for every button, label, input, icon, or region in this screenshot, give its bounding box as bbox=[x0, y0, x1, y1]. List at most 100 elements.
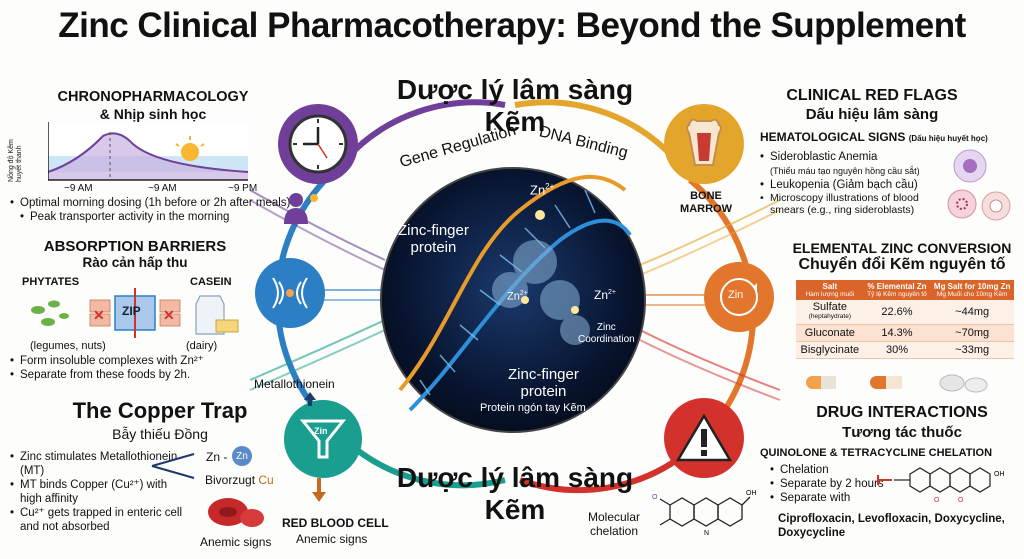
redflags-bullet-1: Sideroblastic Anemia bbox=[760, 150, 940, 164]
svg-text:O: O bbox=[652, 494, 658, 501]
bone-icon bbox=[686, 118, 722, 166]
copper-funnel-node: Zin bbox=[284, 400, 362, 478]
cell-percent: 30% bbox=[863, 341, 931, 359]
copper-title: The Copper Trap bbox=[72, 398, 248, 423]
arrow-down-icon bbox=[312, 478, 326, 502]
sun-icon bbox=[181, 143, 199, 161]
chrono-tick-1: ~9 AM bbox=[64, 183, 93, 194]
copper-subtitle: Bẫy thiếu Đồng bbox=[112, 426, 208, 442]
cheese-icon bbox=[215, 319, 239, 333]
redflags-bullets: Sideroblastic Anemia (Thiếu máu tạo nguy… bbox=[760, 150, 940, 216]
blood-smear-icon bbox=[947, 149, 1011, 221]
drugs-bullet-2: Separate by 2 hours bbox=[770, 477, 900, 491]
red-blood-cells-icon bbox=[208, 498, 264, 527]
zip-label: ZIP bbox=[122, 304, 141, 318]
drugs-subtitle: Tương tác thuốc bbox=[842, 424, 962, 441]
svg-text:OH: OH bbox=[746, 490, 757, 497]
cell-mg: ~44mg bbox=[930, 300, 1014, 325]
copper-bullet-1: Zinc stimulates Metallothionein (MT) bbox=[10, 450, 190, 478]
drugs-subsection: QUINOLONE & TETRACYCLINE CHELATION bbox=[760, 447, 993, 459]
warning-icon bbox=[676, 413, 732, 462]
chrono-bullet-2: Peak transporter activity in the morning bbox=[20, 210, 292, 224]
drug-list: Ciprofloxacin, Levofloxacin, Doxycycline… bbox=[778, 513, 1005, 539]
rbc-title: RED BLOOD CELL bbox=[282, 516, 389, 530]
metallothionein-label: Metallothionein bbox=[254, 377, 335, 391]
quinolone-structure-icon: OH N O bbox=[652, 490, 757, 537]
center-title-top: Dược lý lâm sàng Kẽm bbox=[396, 74, 634, 137]
arrow-up-icon bbox=[304, 392, 316, 406]
cell-salt: Sulfate(heptahydrate) bbox=[796, 300, 864, 325]
svg-text:O: O bbox=[934, 497, 940, 504]
funnel-label: Zin bbox=[314, 426, 328, 436]
chrono-tick-3: ~9 PM bbox=[228, 183, 258, 194]
casein-note: (dairy) bbox=[186, 340, 218, 352]
serum-zinc-curve bbox=[48, 122, 248, 182]
funnel-icon bbox=[299, 419, 347, 459]
hub-protein-vi: Protein ngón tay Kẽm bbox=[480, 402, 586, 414]
hub-zn-right: Zn2+ bbox=[594, 288, 616, 302]
copper-bullet-3: Cu²⁺ gets trapped in enteric cell and no… bbox=[10, 506, 190, 534]
absorption-node bbox=[255, 258, 325, 328]
table-row: Gluconate 14.3% ~70mg bbox=[796, 324, 1014, 342]
chrono-tick-2: ~9 AM bbox=[148, 183, 177, 194]
absorption-icon bbox=[272, 277, 308, 309]
conversion-subtitle: Chuyển đổi Kẽm nguyên tố bbox=[798, 256, 1006, 273]
svg-text:OH: OH bbox=[994, 471, 1005, 478]
absorption-bullet-2: Separate from these foods by 2h. bbox=[10, 368, 270, 382]
page-title: Zinc Clinical Pharmacotherapy: Beyond th… bbox=[58, 6, 966, 45]
cell-percent: 22.6% bbox=[863, 300, 931, 325]
svg-text:✕: ✕ bbox=[163, 307, 175, 323]
table-row: Bisglycinate 30% ~33mg bbox=[796, 341, 1014, 359]
cell-salt: Bisglycinate bbox=[796, 341, 864, 359]
cell-percent: 14.3% bbox=[863, 324, 931, 342]
warning-node bbox=[664, 398, 744, 478]
clock-node bbox=[278, 104, 358, 184]
phytates-note: (legumes, nuts) bbox=[30, 340, 106, 352]
chrono-bullet-1: Optimal morning dosing (1h before or 2h … bbox=[10, 196, 292, 210]
clock-icon bbox=[288, 114, 348, 174]
redflags-bullet-3: Microscopy illustrations of blood smears… bbox=[760, 192, 940, 216]
conversion-icon-label: Zin bbox=[728, 289, 744, 301]
bone-marrow-node bbox=[664, 104, 744, 184]
table-row: Sulfate(heptahydrate) 22.6% ~44mg bbox=[796, 300, 1014, 325]
cell-salt: Gluconate bbox=[796, 324, 864, 342]
chrono-subtitle: & Nhịp sinh học bbox=[99, 106, 207, 122]
copper-bullet-2: MT binds Copper (Cu²⁺) with high affinit… bbox=[10, 478, 190, 506]
rbc-subtitle: Anemic signs bbox=[296, 532, 368, 546]
svg-text:N: N bbox=[704, 530, 709, 537]
drugs-title: DRUG INTERACTIONS bbox=[816, 404, 988, 421]
redflags-bullet-2: Leukopenia (Giảm bạch cầu) bbox=[760, 178, 940, 192]
redflags-subtitle: Dấu hiệu lâm sàng bbox=[805, 106, 939, 123]
cell-mg: ~33mg bbox=[930, 341, 1014, 359]
zn-label: Zn - bbox=[206, 450, 228, 464]
absorption-diagram: ✕ ✕ bbox=[31, 288, 239, 338]
copper-bullets: Zinc stimulates Metallothionein (MT) MT … bbox=[10, 450, 190, 534]
cell-mg: ~70mg bbox=[930, 324, 1014, 342]
absorption-bullet-1: Form insoluble complexes with Zn²⁺ bbox=[10, 354, 270, 368]
tetracycline-structure-icon: OH O O bbox=[877, 467, 1005, 504]
drugs-bullets: Chelation Separate by 2 hours Separate w… bbox=[770, 463, 900, 505]
absorption-bullets: Form insoluble complexes with Zn²⁺ Separ… bbox=[10, 354, 270, 382]
hema-title: HEMATOLOGICAL SIGNS (Dấu hiệu huyết học) bbox=[760, 130, 988, 144]
person-drinking-icon bbox=[284, 193, 318, 224]
hub-zn-left: Zn2+ bbox=[507, 290, 528, 303]
zn-badge: Zn bbox=[232, 446, 252, 466]
branch-arrows bbox=[151, 453, 195, 479]
chrono-ylabel: Nồng độ Kẽm huyết thanh bbox=[8, 139, 23, 182]
redflags-title: CLINICAL RED FLAGS bbox=[786, 87, 958, 104]
copper-anemic-signs: Anemic signs bbox=[200, 535, 272, 549]
biorzugt-label: Bivorzugt Cu bbox=[205, 473, 274, 487]
redflags-anemia-note: (Thiếu máu tạo nguyên hồng cầu sắt) bbox=[770, 166, 920, 176]
legumes-icon bbox=[31, 300, 69, 326]
